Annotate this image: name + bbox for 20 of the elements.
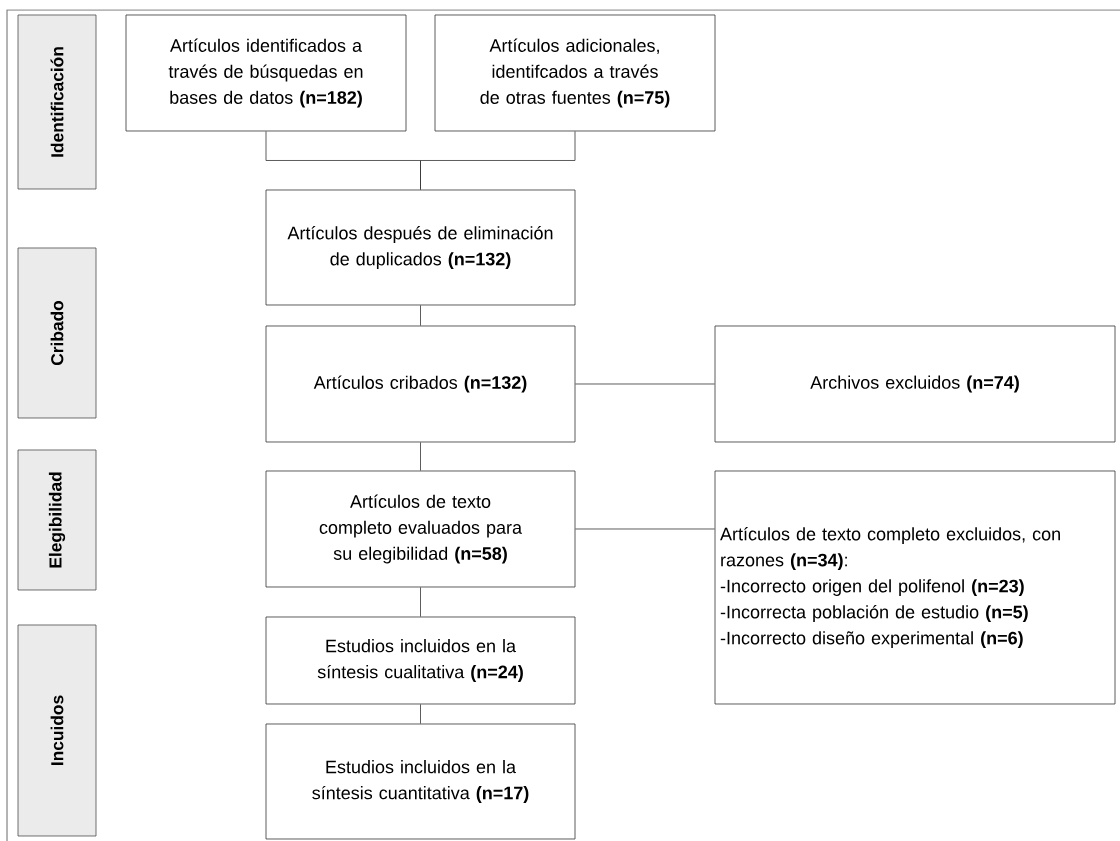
exclusion-box: Artículos de texto completo excluidos, con razones (n=34): -Incorrecto origen del polifenol (n=23) -Incorrecta población de estudio (n=5) -Incorrecto diseño experimental (n=6)	[714, 470, 1116, 705]
connector-line	[420, 131, 576, 190]
connector-line	[575, 383, 715, 385]
process-box: Artículos después de eliminación de duplicados (n=132)	[265, 189, 576, 306]
stage-band: Elegibilidad	[17, 449, 97, 591]
stage-band: Identificación	[17, 14, 97, 190]
connector-line	[420, 442, 421, 471]
process-box: Estudios incluidos en la síntesis cuantitativa (n=17)	[265, 723, 576, 840]
stage-band: Cribado	[17, 247, 97, 419]
connector-line	[575, 528, 715, 530]
connector-line	[420, 704, 421, 724]
connector-line	[420, 587, 421, 617]
connector-line	[420, 305, 421, 326]
process-box: Artículos adicionales, identifcados a través de otras fuentes (n=75)	[434, 14, 716, 132]
process-box: Archivos excluidos (n=74)	[714, 325, 1116, 443]
stage-band: Incuidos	[17, 624, 97, 837]
process-box: Artículos identificados a través de búsquedas en bases de datos (n=182)	[125, 14, 407, 132]
process-box: Artículos cribados (n=132)	[265, 325, 576, 443]
process-box: Artículos de texto completo evaluados para su elegibilidad (n=58)	[265, 470, 576, 588]
process-box: Estudios incluidos en la síntesis cualitativa (n=24)	[265, 616, 576, 705]
